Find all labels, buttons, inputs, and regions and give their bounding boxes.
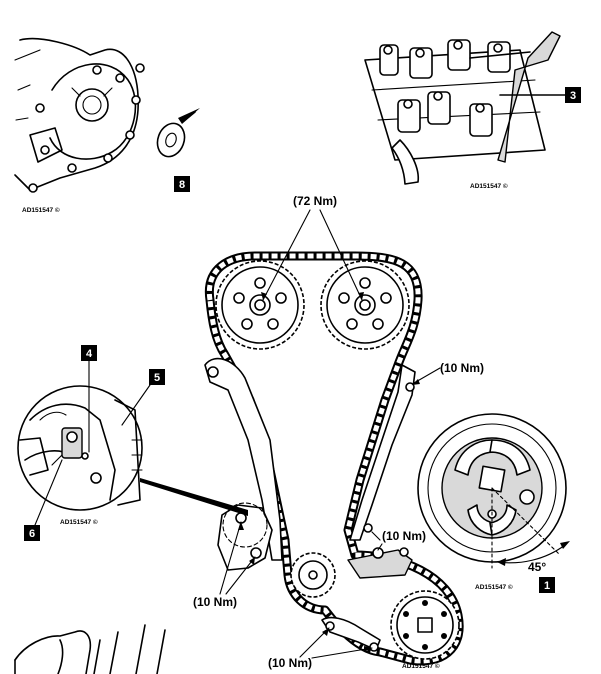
callout-3 — [565, 87, 581, 103]
angle-label: 45° — [528, 560, 546, 574]
inset-camshaft-tool: 3 AD151547 © — [364, 31, 581, 190]
washer — [156, 122, 186, 158]
locking-tool — [497, 31, 561, 163]
callout-3-label: 3 — [570, 90, 576, 102]
callout-5-label: 5 — [154, 372, 160, 384]
torque-callout-tensioner: (10 Nm) — [193, 521, 256, 609]
inset-crank-pulley: 45° 1 AD151547 © — [417, 413, 570, 593]
torque-label-10-left: (10 Nm) — [193, 595, 237, 609]
bolt-heads-inset — [28, 63, 145, 193]
ref-code-bottom: AD151547 © — [402, 662, 440, 670]
engine-block-partial — [14, 624, 166, 674]
ref-code-right: AD151547 © — [475, 583, 513, 591]
tensioner-guide-left — [204, 357, 283, 561]
torque-callout-lower-guide: (10 Nm) — [268, 627, 373, 670]
callout-5 — [149, 369, 165, 385]
timing-chain-assembly — [204, 251, 464, 666]
lower-chain-guide — [321, 616, 381, 651]
torque-label-10-upper: (10 Nm) — [440, 361, 484, 375]
torque-label-10-bottom: (10 Nm) — [268, 656, 312, 670]
ref-code-top-right: AD151547 © — [470, 182, 508, 190]
torque-callout-guide-right: (10 Nm) — [412, 361, 484, 385]
callout-1 — [539, 577, 555, 593]
chain-guide-right — [349, 364, 416, 541]
callout-1-label: 1 — [544, 580, 550, 592]
callout-4-label: 4 — [86, 348, 93, 360]
camshaft-sprocket-right — [320, 260, 410, 350]
crankshaft-sprocket — [290, 552, 336, 598]
torque-callout-camshaft: (72 Nm) — [261, 194, 364, 301]
callout-6 — [24, 525, 40, 541]
ref-code-left: AD151547 © — [60, 518, 98, 526]
torque-callout-oil-pump-tensioner: (10 Nm) — [363, 523, 426, 551]
camshaft-sprocket-left — [215, 260, 305, 350]
ref-code-top-left: AD151547 © — [22, 206, 60, 214]
callout-6-label: 6 — [29, 528, 35, 540]
torque-label-10-mid: (10 Nm) — [382, 529, 426, 543]
oil-pump-tensioner — [347, 549, 413, 579]
callout-8 — [174, 176, 190, 192]
torque-label-72: (72 Nm) — [293, 194, 337, 208]
inset-washer: 8 AD151547 © — [14, 37, 200, 214]
inset-tensioner-detail: 4 5 6 AD151547 © — [17, 345, 248, 541]
callout-8-label: 8 — [179, 179, 185, 191]
oil-pump-sprocket — [390, 590, 460, 660]
callout-4 — [81, 345, 97, 361]
